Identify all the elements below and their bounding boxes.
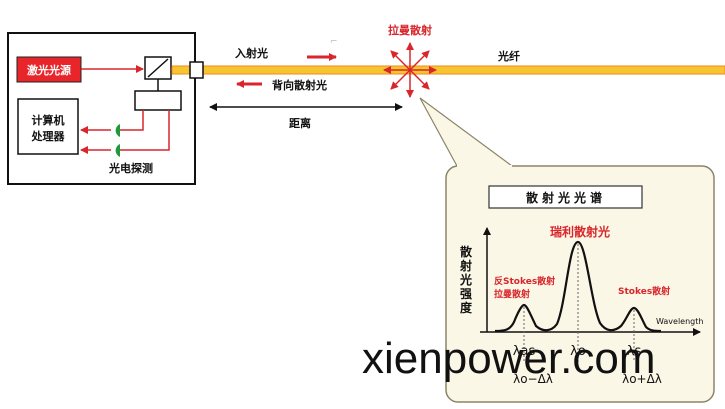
y-axis-label-char-4: 度 (460, 300, 473, 315)
detector-path-upper (120, 110, 144, 131)
watermark-text: xienpower.com (362, 334, 656, 383)
optical-fiber (171, 65, 725, 75)
photodetector-upper-icon (115, 124, 120, 137)
rayleigh-peak-label: 瑞利散射光 (550, 224, 610, 239)
laser-source-box (16, 56, 82, 83)
tick-o-label: λo (570, 344, 586, 359)
splitter-mirror (147, 58, 169, 78)
spectrum-panel (445, 165, 715, 403)
stokes-label: Stokes散射 (618, 285, 670, 297)
tick-s-label: λs (627, 344, 642, 359)
photodetector-lower-icon (115, 144, 120, 157)
tick-as-label: λas (513, 344, 536, 359)
anti-stokes-label-line2: 拉曼散射 (494, 288, 530, 300)
raman-scatter-label: 拉曼散射 (388, 23, 432, 37)
incident-light-label: 入射光 (235, 46, 268, 60)
wdm-filter-box (134, 90, 182, 111)
spectrum-curve (494, 240, 662, 333)
marker-glyph: ⌐ (330, 37, 338, 47)
computer-processor-box (17, 98, 79, 155)
y-axis-label-char-0: 散 (460, 244, 473, 259)
detector-path-lower (120, 110, 170, 151)
scatter-burst-icon (383, 42, 437, 98)
x-axis-label: Wavelength (656, 317, 703, 326)
laser-source-label: 激光光源 (27, 63, 71, 77)
backscatter-light-label: 背向散射光 (272, 78, 327, 92)
tick-as-expression: λo−Δλ (513, 372, 553, 386)
tick-s-expression: λo+Δλ (622, 372, 662, 386)
fiber-label: 光纤 (497, 49, 520, 63)
callout-pointer (419, 97, 514, 167)
spectrum-title-box (488, 185, 643, 209)
distance-label: 距离 (289, 116, 311, 130)
y-axis-label-char-3: 强 (460, 287, 472, 301)
anti-stokes-label-line1: 反Stokes散射 (494, 275, 555, 287)
fiber-connector (189, 61, 204, 79)
y-axis-label: 散 射 光 强 度 (459, 244, 473, 315)
y-axis-label-char-2: 光 (459, 272, 472, 287)
y-axis-label-char-1: 射 (459, 258, 472, 273)
spectrum-title: 散射光光谱 (526, 190, 606, 205)
processor-label: 处理器 (31, 129, 66, 143)
photo-detector-label: 光电探测 (108, 161, 153, 175)
computer-label: 计算机 (32, 113, 65, 127)
